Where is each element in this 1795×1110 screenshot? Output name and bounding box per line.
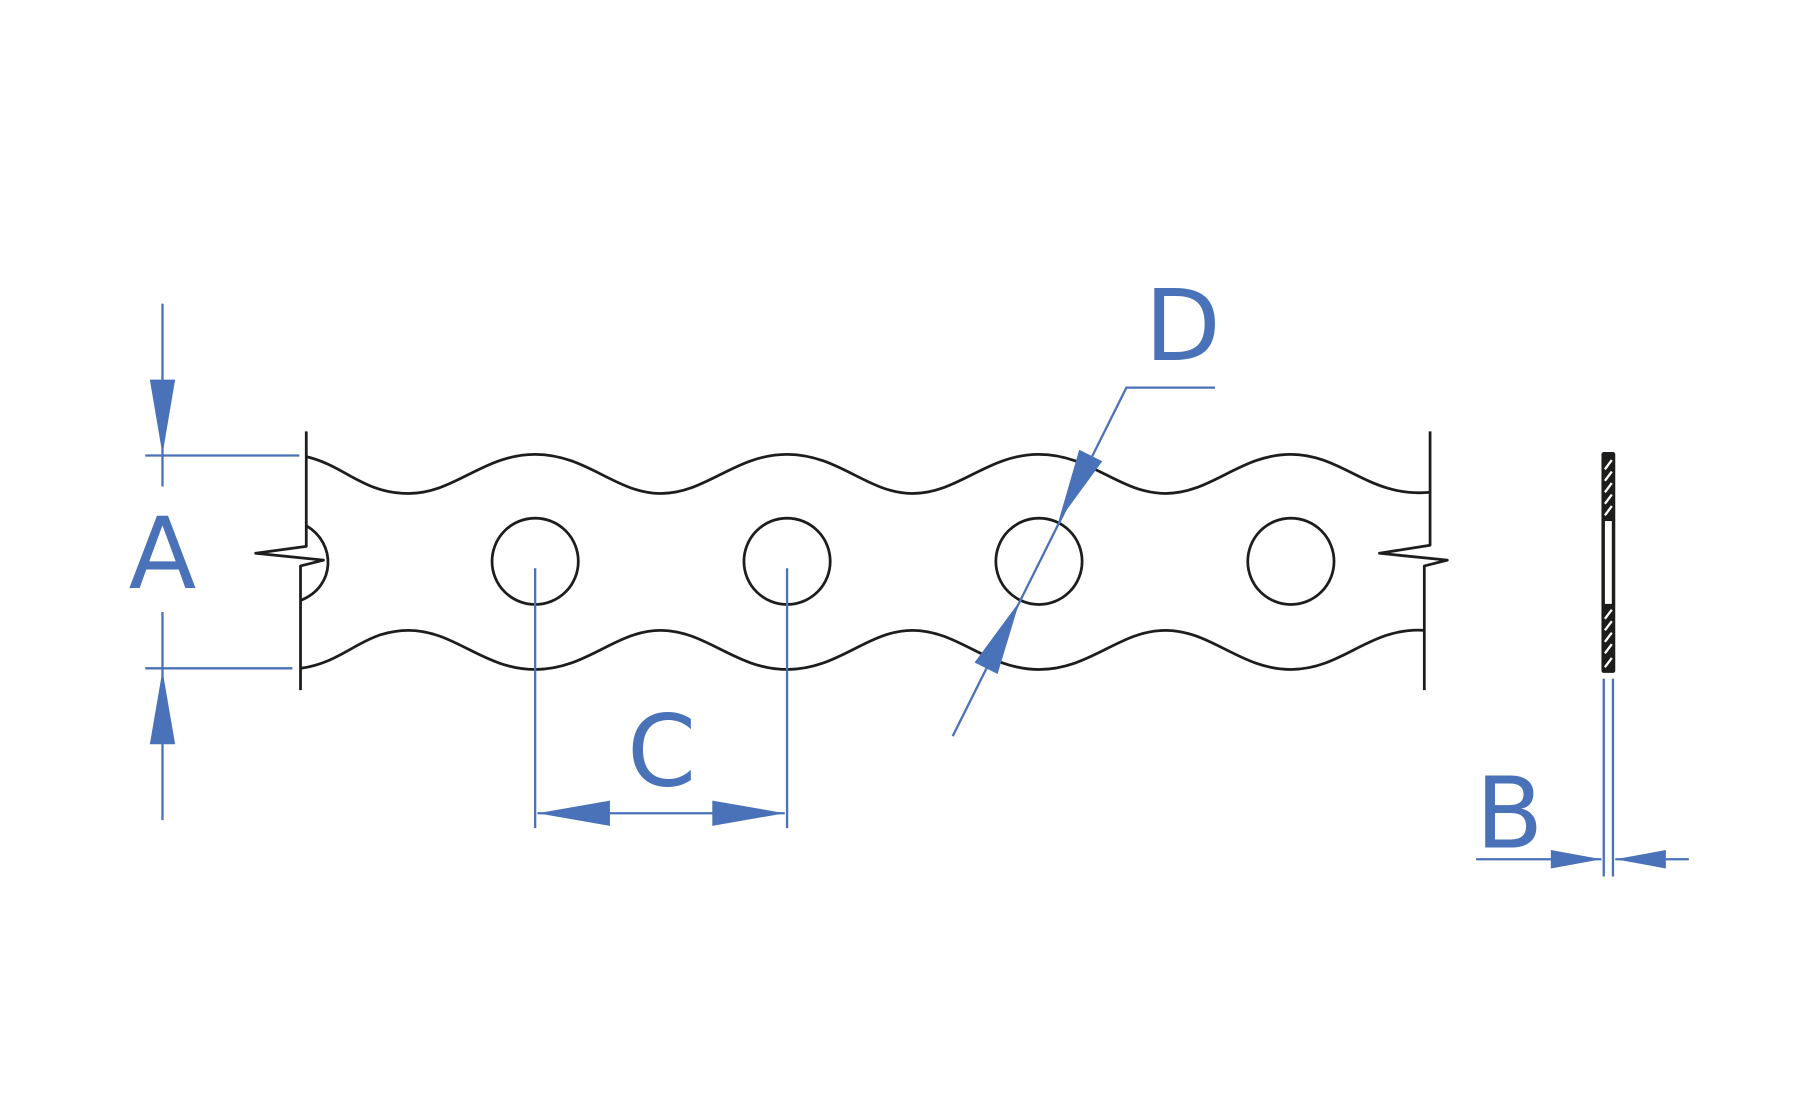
arrow-right-icon	[712, 800, 785, 826]
dimension-label-b: B	[1476, 757, 1544, 872]
side-section-view	[1601, 452, 1616, 673]
strip-outline	[254, 431, 1449, 691]
hole	[1246, 516, 1336, 606]
left-break-line	[254, 431, 325, 691]
dimension-label-d: D	[1145, 269, 1221, 384]
arrow-icon	[974, 601, 1020, 675]
left-half-hole	[299, 524, 330, 602]
dimension-b: B	[1476, 678, 1689, 877]
dimension-c: C	[534, 568, 789, 829]
arrow-up-icon	[149, 670, 176, 745]
arrow-left-icon	[1615, 850, 1666, 869]
strip-bottom-edge	[300, 628, 1425, 671]
dimension-d: D	[951, 269, 1221, 737]
arrow-icon	[1058, 449, 1103, 522]
arrow-right-icon	[1550, 850, 1602, 869]
hole	[994, 516, 1084, 606]
dimension-label-c: C	[627, 695, 696, 810]
arrow-left-icon	[537, 800, 610, 826]
right-break-line	[1378, 431, 1449, 691]
dimension-a: A	[129, 303, 300, 821]
dimension-label-a: A	[129, 497, 197, 612]
strip-top-edge	[305, 452, 1431, 495]
arrow-down-icon	[149, 379, 176, 455]
